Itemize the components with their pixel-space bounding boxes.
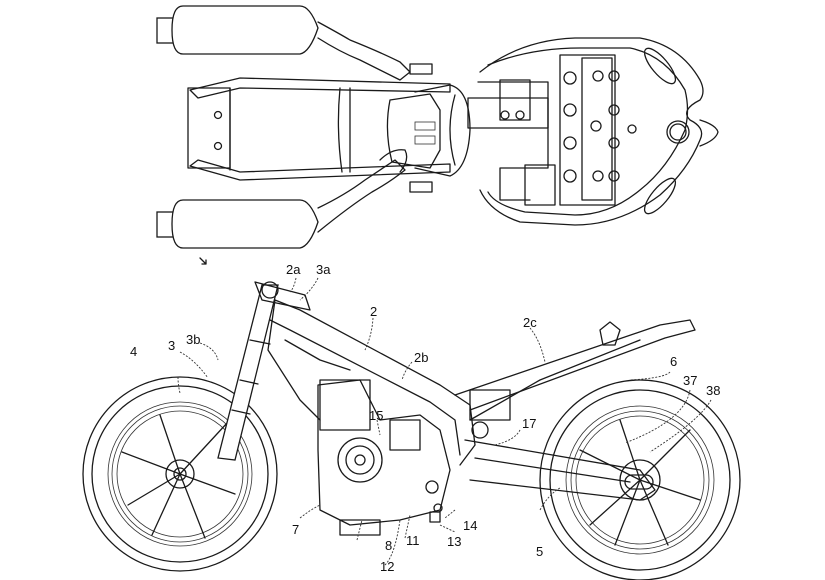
label-11: 11 xyxy=(406,533,420,548)
label-5: 5 xyxy=(536,544,543,559)
label-3a: 3a xyxy=(316,262,331,277)
rear-subframe-side xyxy=(454,319,696,421)
arrow-mark xyxy=(199,257,207,265)
label-2a: 2a xyxy=(286,262,301,277)
label-38: 38 xyxy=(706,383,720,398)
top-view xyxy=(156,5,719,265)
main-frame-top xyxy=(479,37,719,226)
label-37: 37 xyxy=(683,373,697,388)
label-2: 2 xyxy=(370,304,377,319)
label-15: 15 xyxy=(369,408,383,423)
label-6: 6 xyxy=(670,354,677,369)
label-2b: 2b xyxy=(414,350,428,365)
label-4: 4 xyxy=(130,344,137,359)
label-14: 14 xyxy=(463,518,477,533)
label-3: 3 xyxy=(168,338,175,353)
rear-wheel xyxy=(539,379,741,580)
label-3b: 3b xyxy=(186,332,200,347)
lower-muffler xyxy=(156,149,408,249)
upper-muffler xyxy=(156,5,411,81)
main-frame xyxy=(267,299,489,466)
label-7: 7 xyxy=(292,522,299,537)
engine-side xyxy=(317,379,451,536)
label-17: 17 xyxy=(522,416,536,431)
front-spokes xyxy=(121,414,236,539)
rear-spokes xyxy=(579,419,701,546)
rear-subframe xyxy=(187,77,451,181)
leader-lines xyxy=(177,277,712,566)
swingarm xyxy=(464,439,656,501)
front-fork xyxy=(217,281,311,461)
side-view: 2a 3a 2 2b 2c 3b 3 4 6 37 38 17 15 7 8 1… xyxy=(82,262,741,580)
label-2c: 2c xyxy=(523,315,537,330)
engine-top xyxy=(467,54,637,206)
label-12: 12 xyxy=(380,559,394,574)
center-section xyxy=(386,63,471,193)
label-13: 13 xyxy=(447,534,461,549)
reference-labels: 2a 3a 2 2b 2c 3b 3 4 6 37 38 17 15 7 8 1… xyxy=(130,262,720,574)
label-8: 8 xyxy=(385,538,392,553)
front-wheel xyxy=(82,376,278,572)
